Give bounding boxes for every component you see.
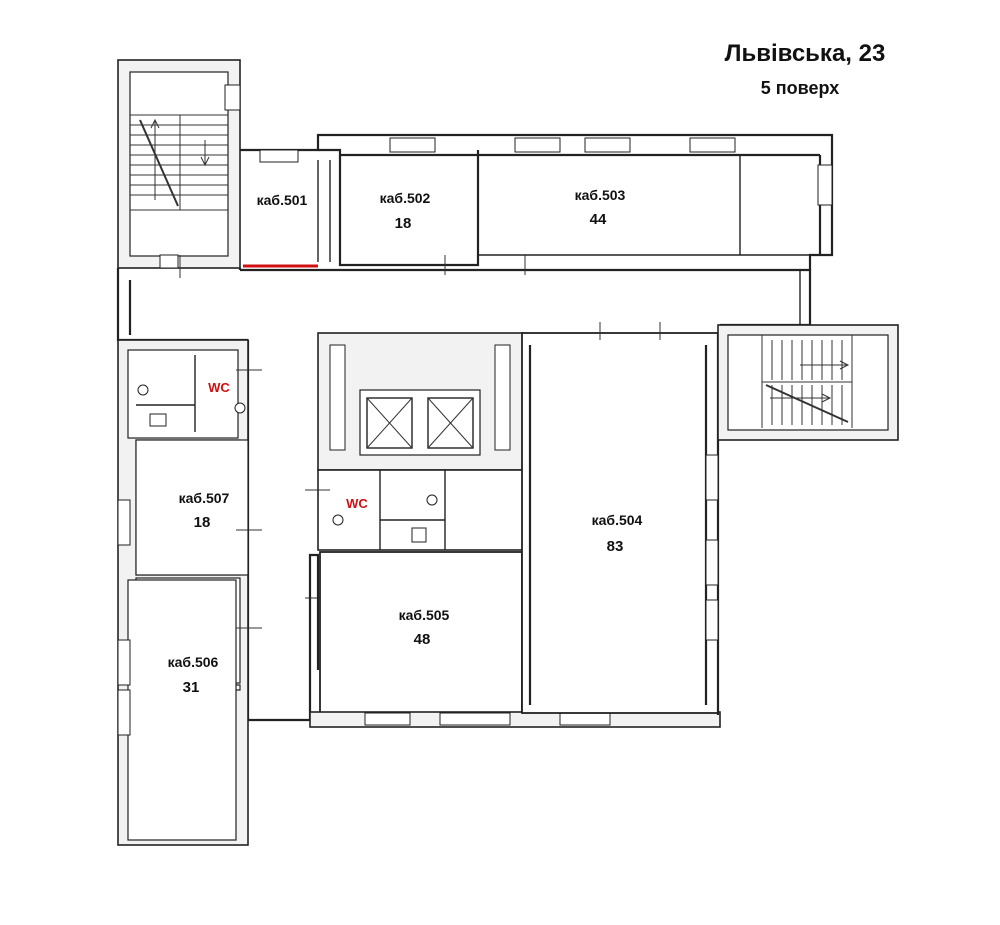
room-label-503: каб.503 <box>575 187 626 203</box>
room-area-502: 18 <box>395 215 412 232</box>
room-label-505: каб.505 <box>399 607 450 623</box>
room-area-503: 44 <box>590 211 607 228</box>
stairwell-east <box>717 324 899 441</box>
wc-label-west: WC <box>208 380 230 395</box>
elevator-core <box>305 332 524 599</box>
room-area-504: 83 <box>607 538 624 555</box>
floor-label: 5 поверх <box>760 78 840 98</box>
wc-label-central: WC <box>346 496 368 511</box>
building-address: Львівська, 23 <box>724 40 886 67</box>
room-area-505: 48 <box>414 631 431 648</box>
room-label-502: каб.502 <box>380 190 431 206</box>
stairwell-northwest <box>117 59 241 269</box>
room-label-501: каб.501 <box>257 192 308 208</box>
room-label-504: каб.504 <box>592 512 643 528</box>
room-area-507: 18 <box>194 514 211 531</box>
room-label-506: каб.506 <box>168 654 219 670</box>
room-label-507: каб.507 <box>179 490 230 506</box>
east-rooms <box>308 322 721 728</box>
room-area-506: 31 <box>183 679 200 696</box>
north-wing-walls <box>179 133 834 278</box>
west-wing <box>117 339 262 846</box>
